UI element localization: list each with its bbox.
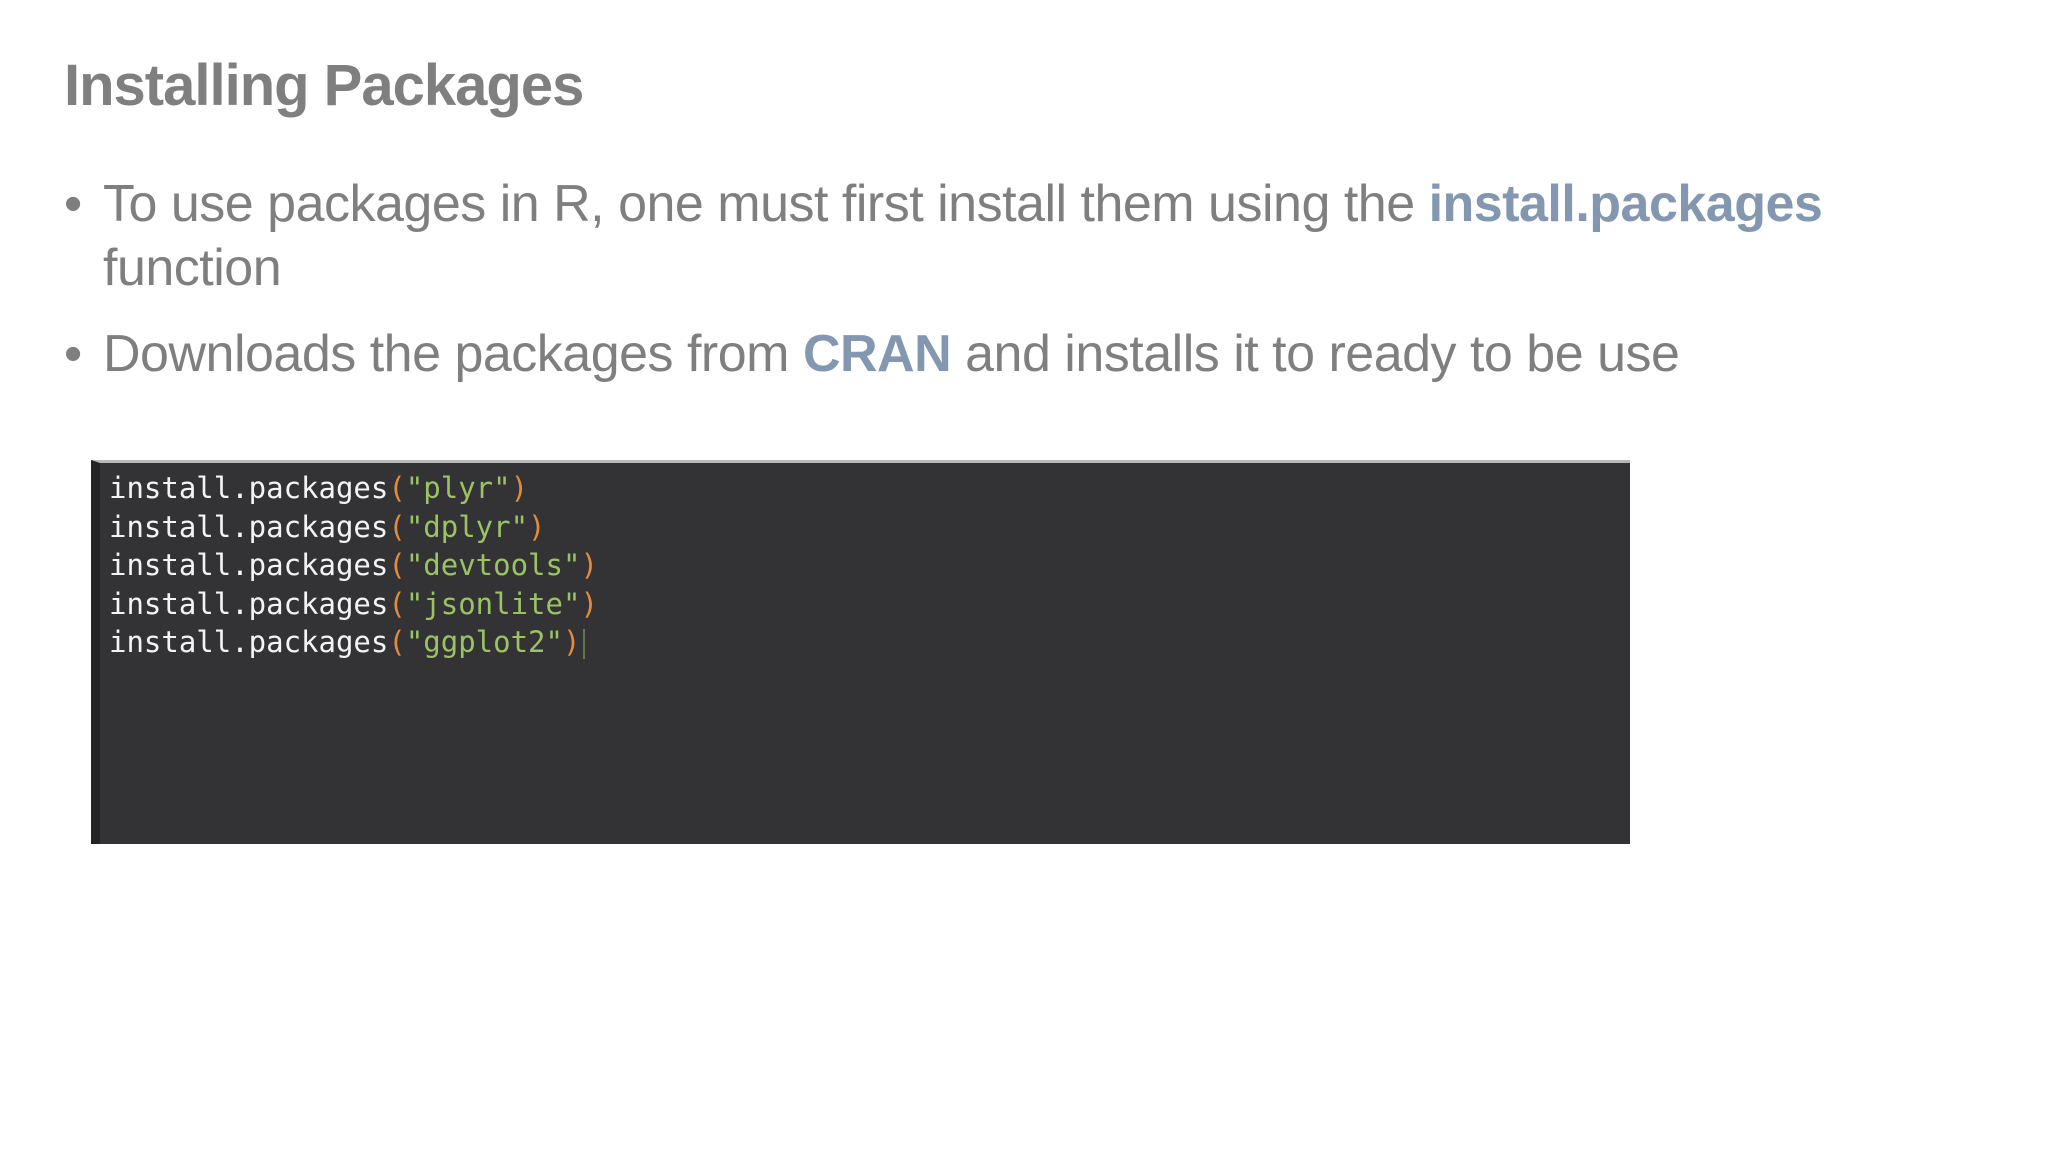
close-paren: ) xyxy=(580,586,598,621)
open-paren: ( xyxy=(388,509,406,544)
code-line: install.packages("jsonlite") xyxy=(109,585,1630,624)
text-cursor xyxy=(583,629,586,659)
close-paren: ) xyxy=(510,471,529,505)
function-name: install.packages xyxy=(109,509,389,544)
bullet-text: and installs it to ready to be use xyxy=(951,325,1680,383)
code-line: install.packages("plyr") xyxy=(109,469,1630,508)
code-line: install.packages("devtools") xyxy=(109,546,1630,585)
open-paren: ( xyxy=(388,471,406,505)
highlight-cran: CRAN xyxy=(802,325,952,383)
bullet-text: To use packages in R, one must first ins… xyxy=(103,175,1429,233)
bullet-item: • Downloads the packages from CRAN and i… xyxy=(64,322,1964,386)
package-string: "devtools" xyxy=(405,548,581,582)
bullet-icon: • xyxy=(64,175,82,233)
code-line: install.packages("ggplot2") xyxy=(109,623,1630,662)
code-line: install.packages("dplyr") xyxy=(109,508,1630,547)
highlight-install-packages: install.packages xyxy=(1428,175,1823,233)
package-string: "jsonlite" xyxy=(405,586,581,621)
function-name: install.packages xyxy=(109,471,389,505)
function-name: install.packages xyxy=(109,548,389,582)
function-name: install.packages xyxy=(109,586,389,621)
open-paren: ( xyxy=(388,586,406,621)
function-name: install.packages xyxy=(109,625,389,659)
bullet-icon: • xyxy=(64,325,82,383)
slide-title: Installing Packages xyxy=(64,53,584,118)
open-paren: ( xyxy=(388,625,406,659)
package-string: "plyr" xyxy=(405,471,511,505)
code-editor-screenshot: install.packages("plyr")install.packages… xyxy=(91,460,1630,844)
bullet-text: Downloads the packages from xyxy=(103,325,803,383)
bullet-text: function xyxy=(103,239,282,297)
package-string: "ggplot2" xyxy=(405,625,563,659)
close-paren: ) xyxy=(562,625,581,659)
package-string: "dplyr" xyxy=(405,509,529,544)
close-paren: ) xyxy=(528,509,546,544)
bullet-item: • To use packages in R, one must first i… xyxy=(64,172,1964,300)
bullet-list: • To use packages in R, one must first i… xyxy=(64,172,1964,408)
close-paren: ) xyxy=(580,548,598,582)
open-paren: ( xyxy=(388,548,406,582)
